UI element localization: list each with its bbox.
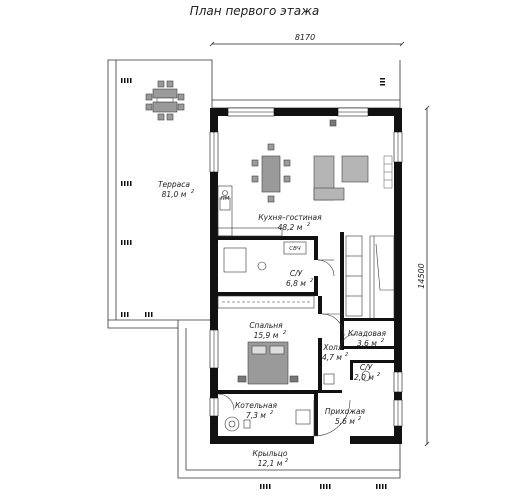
bedroom-wardrobe bbox=[217, 295, 315, 309]
stairs bbox=[369, 235, 395, 318]
area-sup-entrance: 2 bbox=[358, 416, 361, 422]
room-area-hall: 4,7 м bbox=[322, 353, 342, 362]
room-area-bathroom-2: 2,0 м bbox=[354, 373, 374, 382]
room-name-boiler: Котельная bbox=[235, 401, 278, 410]
interior-walls bbox=[210, 232, 394, 436]
porch-deck bbox=[177, 328, 401, 479]
room-area-bedroom: 15,9 м bbox=[254, 331, 279, 340]
room-name-terrace: Терраса bbox=[158, 180, 190, 189]
room-name-bathroom-1: С/У bbox=[290, 269, 303, 278]
room-name-bedroom: Спальня bbox=[249, 321, 283, 330]
dimension-right bbox=[424, 105, 430, 447]
room-name-porch: Крыльцо bbox=[253, 449, 288, 458]
area-sup-bedroom: 2 bbox=[283, 330, 286, 336]
kitchen-dining-table bbox=[251, 143, 291, 203]
room-area-terrace: 81,0 м bbox=[162, 190, 187, 199]
dimension-width: 8170 bbox=[295, 33, 315, 42]
room-area-porch: 12,1 м bbox=[258, 459, 283, 468]
dimension-height: 14500 bbox=[417, 263, 426, 288]
room-name-bathroom-2: С/У bbox=[360, 363, 373, 372]
area-sup-hall: 2 bbox=[345, 352, 348, 358]
room-area-pantry: 3,6 м bbox=[357, 339, 377, 348]
room-area-boiler: 7,3 м bbox=[246, 411, 266, 420]
room-name-kitchen-living: Кухня–гостиная bbox=[258, 213, 322, 222]
hall-wardrobe bbox=[345, 235, 363, 317]
railing-posts bbox=[121, 78, 387, 489]
room-name-entrance: Прихожая bbox=[325, 407, 366, 416]
exterior-walls bbox=[210, 108, 402, 444]
kitchen-counter bbox=[217, 185, 283, 237]
area-sup-bathroom-1: 2 bbox=[310, 278, 313, 284]
area-sup-bathroom-2: 2 bbox=[377, 372, 380, 378]
sofa bbox=[313, 119, 369, 201]
room-area-kitchen-living: 48,2 м bbox=[278, 223, 303, 232]
label-dishwasher: ПМ bbox=[221, 196, 230, 202]
window-glazing bbox=[213, 111, 399, 426]
bathroom-fixtures bbox=[223, 241, 371, 385]
bed bbox=[237, 341, 299, 385]
room-name-pantry: Кладовая bbox=[348, 329, 387, 338]
room-name-hall: Холл bbox=[322, 343, 343, 352]
area-sup-porch: 2 bbox=[285, 458, 288, 464]
area-sup-terrace: 2 bbox=[191, 189, 194, 195]
terrace-dining-table bbox=[145, 80, 185, 121]
area-sup-pantry: 2 bbox=[381, 338, 384, 344]
room-area-entrance: 5,6 м bbox=[335, 417, 355, 426]
dimension-top bbox=[209, 41, 405, 47]
label-microwave: СВЧ bbox=[289, 246, 301, 252]
plan-title: План первого этажа bbox=[189, 4, 320, 18]
room-area-bathroom-1: 6,8 м bbox=[286, 279, 306, 288]
area-sup-boiler: 2 bbox=[270, 410, 273, 416]
doors bbox=[217, 259, 357, 437]
area-sup-kitchen-living: 2 bbox=[307, 222, 310, 228]
boiler-fixtures bbox=[224, 409, 311, 432]
tv-unit bbox=[383, 155, 393, 189]
